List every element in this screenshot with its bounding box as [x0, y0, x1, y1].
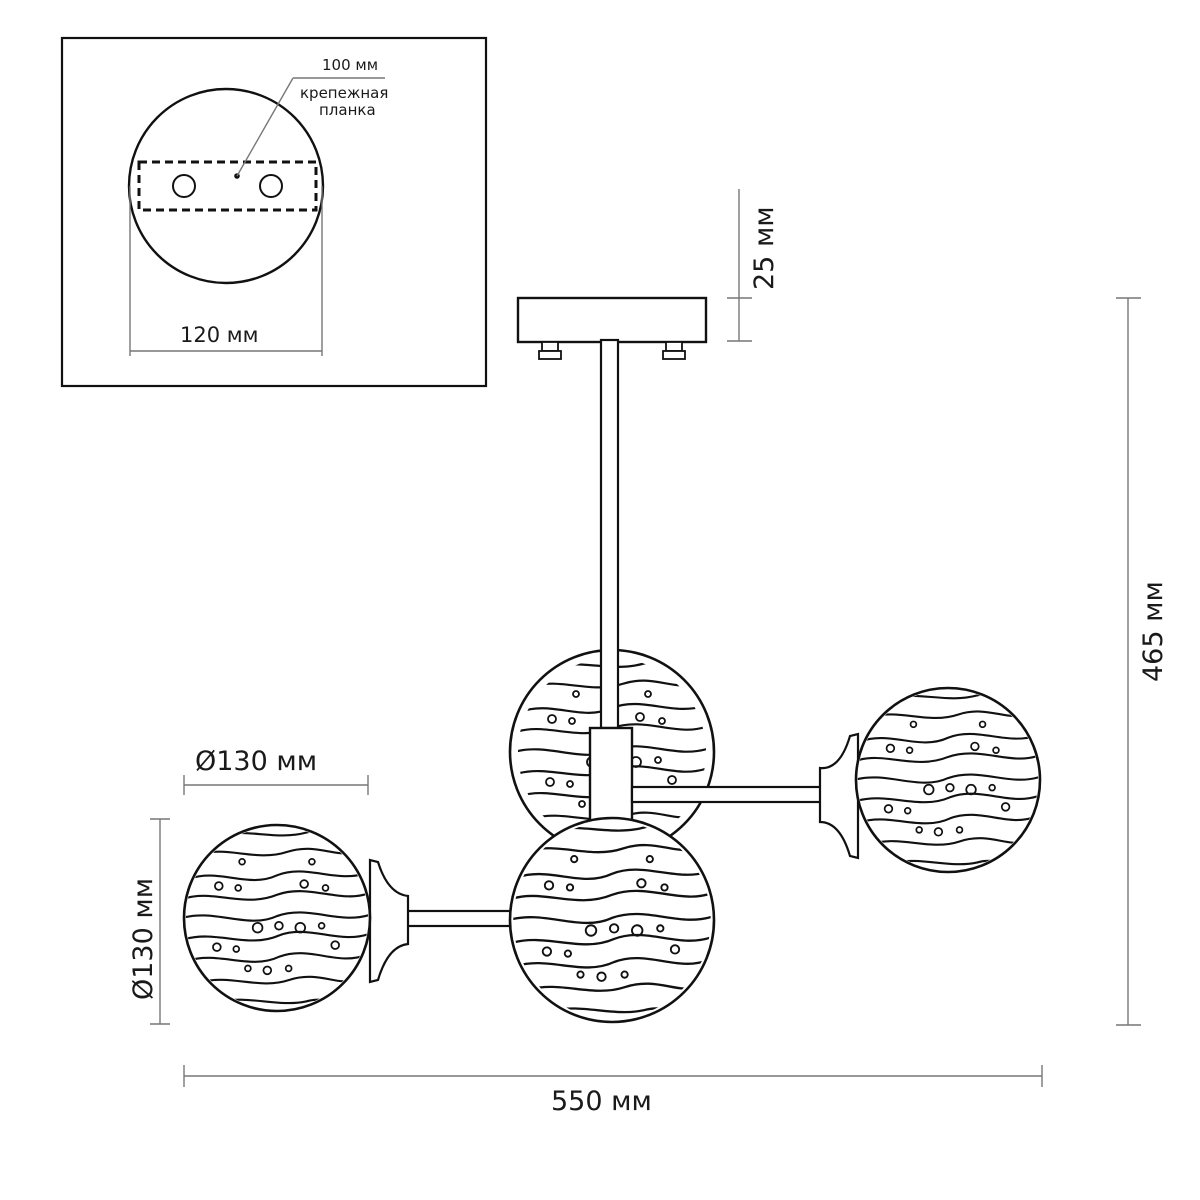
total-width-dimension: [183, 1065, 1043, 1087]
globe-shade-left: [182, 823, 372, 1013]
ceiling-canopy: [516, 296, 708, 360]
arm-left: [368, 858, 527, 984]
center-stem: [588, 338, 634, 826]
shade-diameter-horizontal-label: Ø130 мм: [195, 746, 317, 777]
canopy-screw-left: [538, 341, 562, 360]
total-height-label: 465 мм: [1138, 581, 1169, 682]
shade-diameter-vertical-label: Ø130 мм: [128, 878, 159, 1000]
mounting-plate-inset: [60, 36, 488, 388]
canopy-height-label: 25 мм: [749, 206, 780, 290]
arm-right: [630, 732, 860, 860]
bracket-length-label: 100 мм: [322, 56, 378, 74]
globe-shade-front: [508, 816, 716, 1024]
bracket-label-line2: планка: [319, 101, 376, 119]
total-width-label: 550 мм: [551, 1086, 652, 1117]
globe-shade-right: [854, 686, 1042, 874]
canopy-height-dimension: [727, 189, 752, 342]
canopy-screw-right: [662, 341, 686, 360]
total-height-dimension: [1116, 297, 1141, 1026]
plate-width-label: 120 мм: [180, 323, 258, 347]
shade-diameter-vertical-dimension: [150, 818, 170, 1025]
bracket-label-line1: крепежная: [300, 84, 388, 102]
shade-diameter-horizontal-dimension: [183, 775, 369, 795]
